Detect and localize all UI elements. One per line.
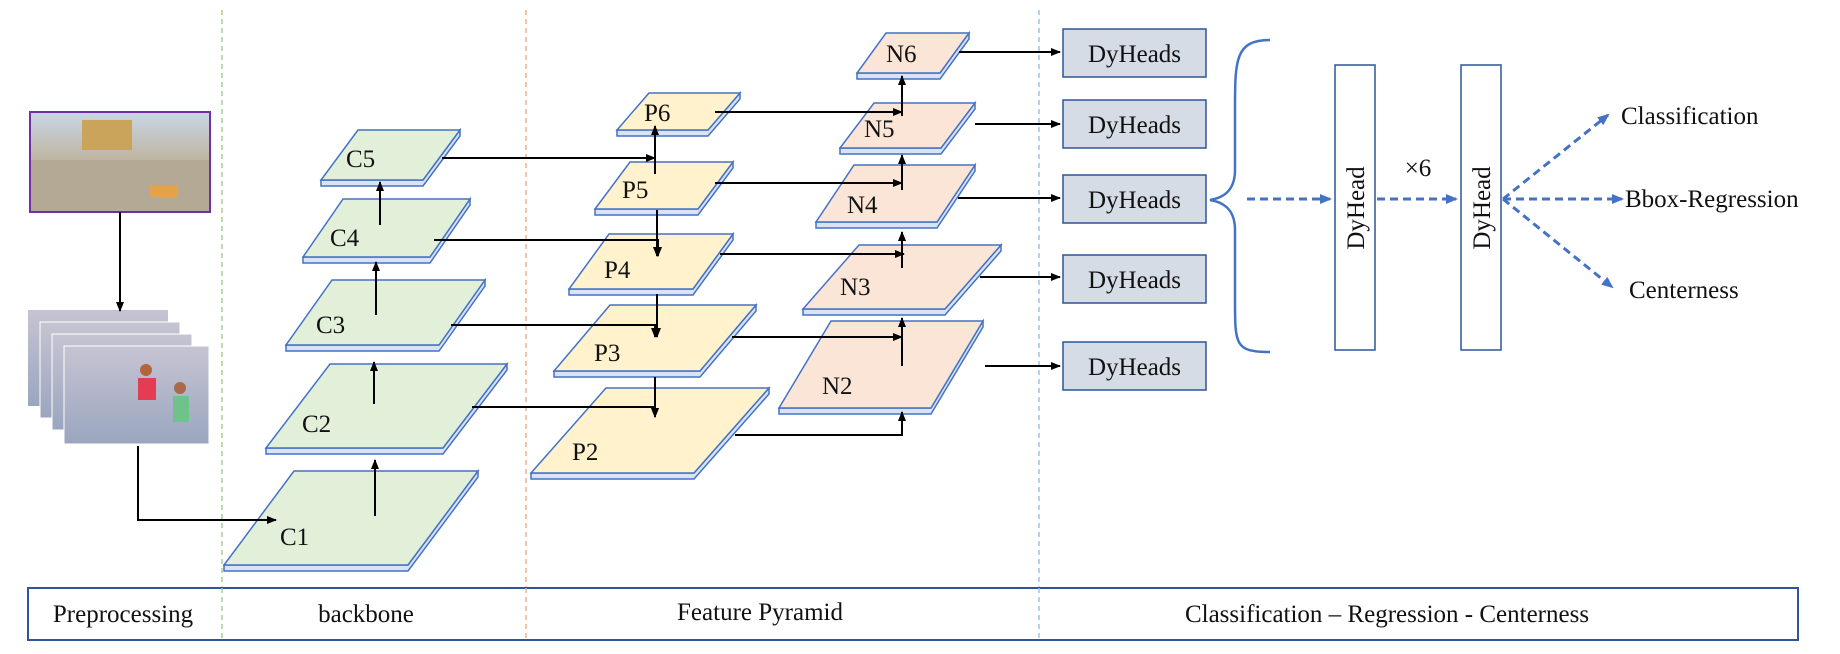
plate-p4: P4	[567, 231, 735, 296]
head-brace	[1209, 38, 1271, 354]
dyheads-label: DyHeads	[1088, 112, 1181, 139]
dyheads-label: DyHeads	[1088, 41, 1181, 68]
plate-label-c3: C3	[316, 312, 345, 339]
input-image	[29, 111, 211, 213]
plate-p2: P2	[529, 386, 771, 480]
plate-c1: C1	[222, 468, 480, 572]
dyhead-block-first-label: DyHead	[1343, 166, 1370, 250]
dyheads-label: DyHeads	[1088, 187, 1181, 214]
plate-n3: N3	[801, 243, 1003, 316]
plate-label-n3: N3	[840, 274, 871, 301]
plate-label-c5: C5	[346, 146, 375, 173]
section-label-preprocessing: Preprocessing	[53, 601, 194, 628]
plate-label-c4: C4	[330, 225, 360, 252]
plate-c4: C4	[301, 196, 472, 264]
output-bbox-regression: Bbox-Regression	[1625, 186, 1799, 213]
arrow-augment-to-c1	[137, 446, 277, 524]
dyheads-box-5: DyHeads	[1062, 341, 1207, 391]
dyhead-block-last-label: DyHead	[1469, 166, 1496, 250]
section-label-feature-pyramid: Feature Pyramid	[677, 599, 843, 626]
dyhead-block-first	[1334, 64, 1376, 351]
dashed-arrow-centerness	[1502, 197, 1614, 289]
plate-label-p4: P4	[604, 257, 631, 284]
plate-label-n4: N4	[847, 192, 878, 219]
plate-label-c1: C1	[280, 524, 309, 551]
output-centerness: Centerness	[1629, 277, 1739, 304]
dyheads-box-1: DyHeads	[1062, 28, 1207, 78]
dyheads-box-4: DyHeads	[1062, 254, 1207, 304]
plate-c5: C5	[319, 127, 462, 187]
plate-p6: P6	[615, 90, 742, 137]
plate-label-n5: N5	[864, 116, 895, 143]
augmented-image-stack	[28, 310, 210, 445]
dashed-arrow-classification	[1502, 113, 1610, 201]
plate-label-p5: P5	[622, 177, 648, 204]
dyheads-box-3: DyHeads	[1062, 174, 1207, 224]
plate-c2: C2	[264, 361, 509, 455]
arrow-p2-n2	[735, 411, 906, 436]
plate-n6: N6	[855, 30, 971, 80]
plate-p5: P5	[593, 159, 735, 216]
section-label-backbone: backbone	[318, 601, 414, 628]
plate-label-p2: P2	[572, 439, 598, 466]
output-classification: Classification	[1621, 103, 1759, 130]
plate-label-n2: N2	[822, 373, 853, 400]
plate-c3: C3	[284, 277, 487, 352]
section-band: Preprocessing backbone Feature Pyramid C…	[27, 587, 1799, 641]
repeat-label: ×6	[1405, 155, 1432, 182]
section-label-head: Classification – Regression - Centerness	[1185, 601, 1589, 628]
plate-label-p3: P3	[594, 340, 620, 367]
dyheads-box-2: DyHeads	[1062, 99, 1207, 149]
dyhead-block-last	[1460, 64, 1502, 351]
plate-n4: N4	[814, 162, 977, 229]
dyheads-label: DyHeads	[1088, 354, 1181, 381]
plate-n2: N2	[777, 318, 985, 415]
plate-label-c2: C2	[302, 411, 331, 438]
plate-n5: N5	[838, 100, 977, 155]
plate-label-n6: N6	[886, 41, 917, 68]
plate-p3: P3	[552, 302, 758, 378]
dyheads-label: DyHeads	[1088, 267, 1181, 294]
plate-label-p6: P6	[644, 100, 670, 127]
